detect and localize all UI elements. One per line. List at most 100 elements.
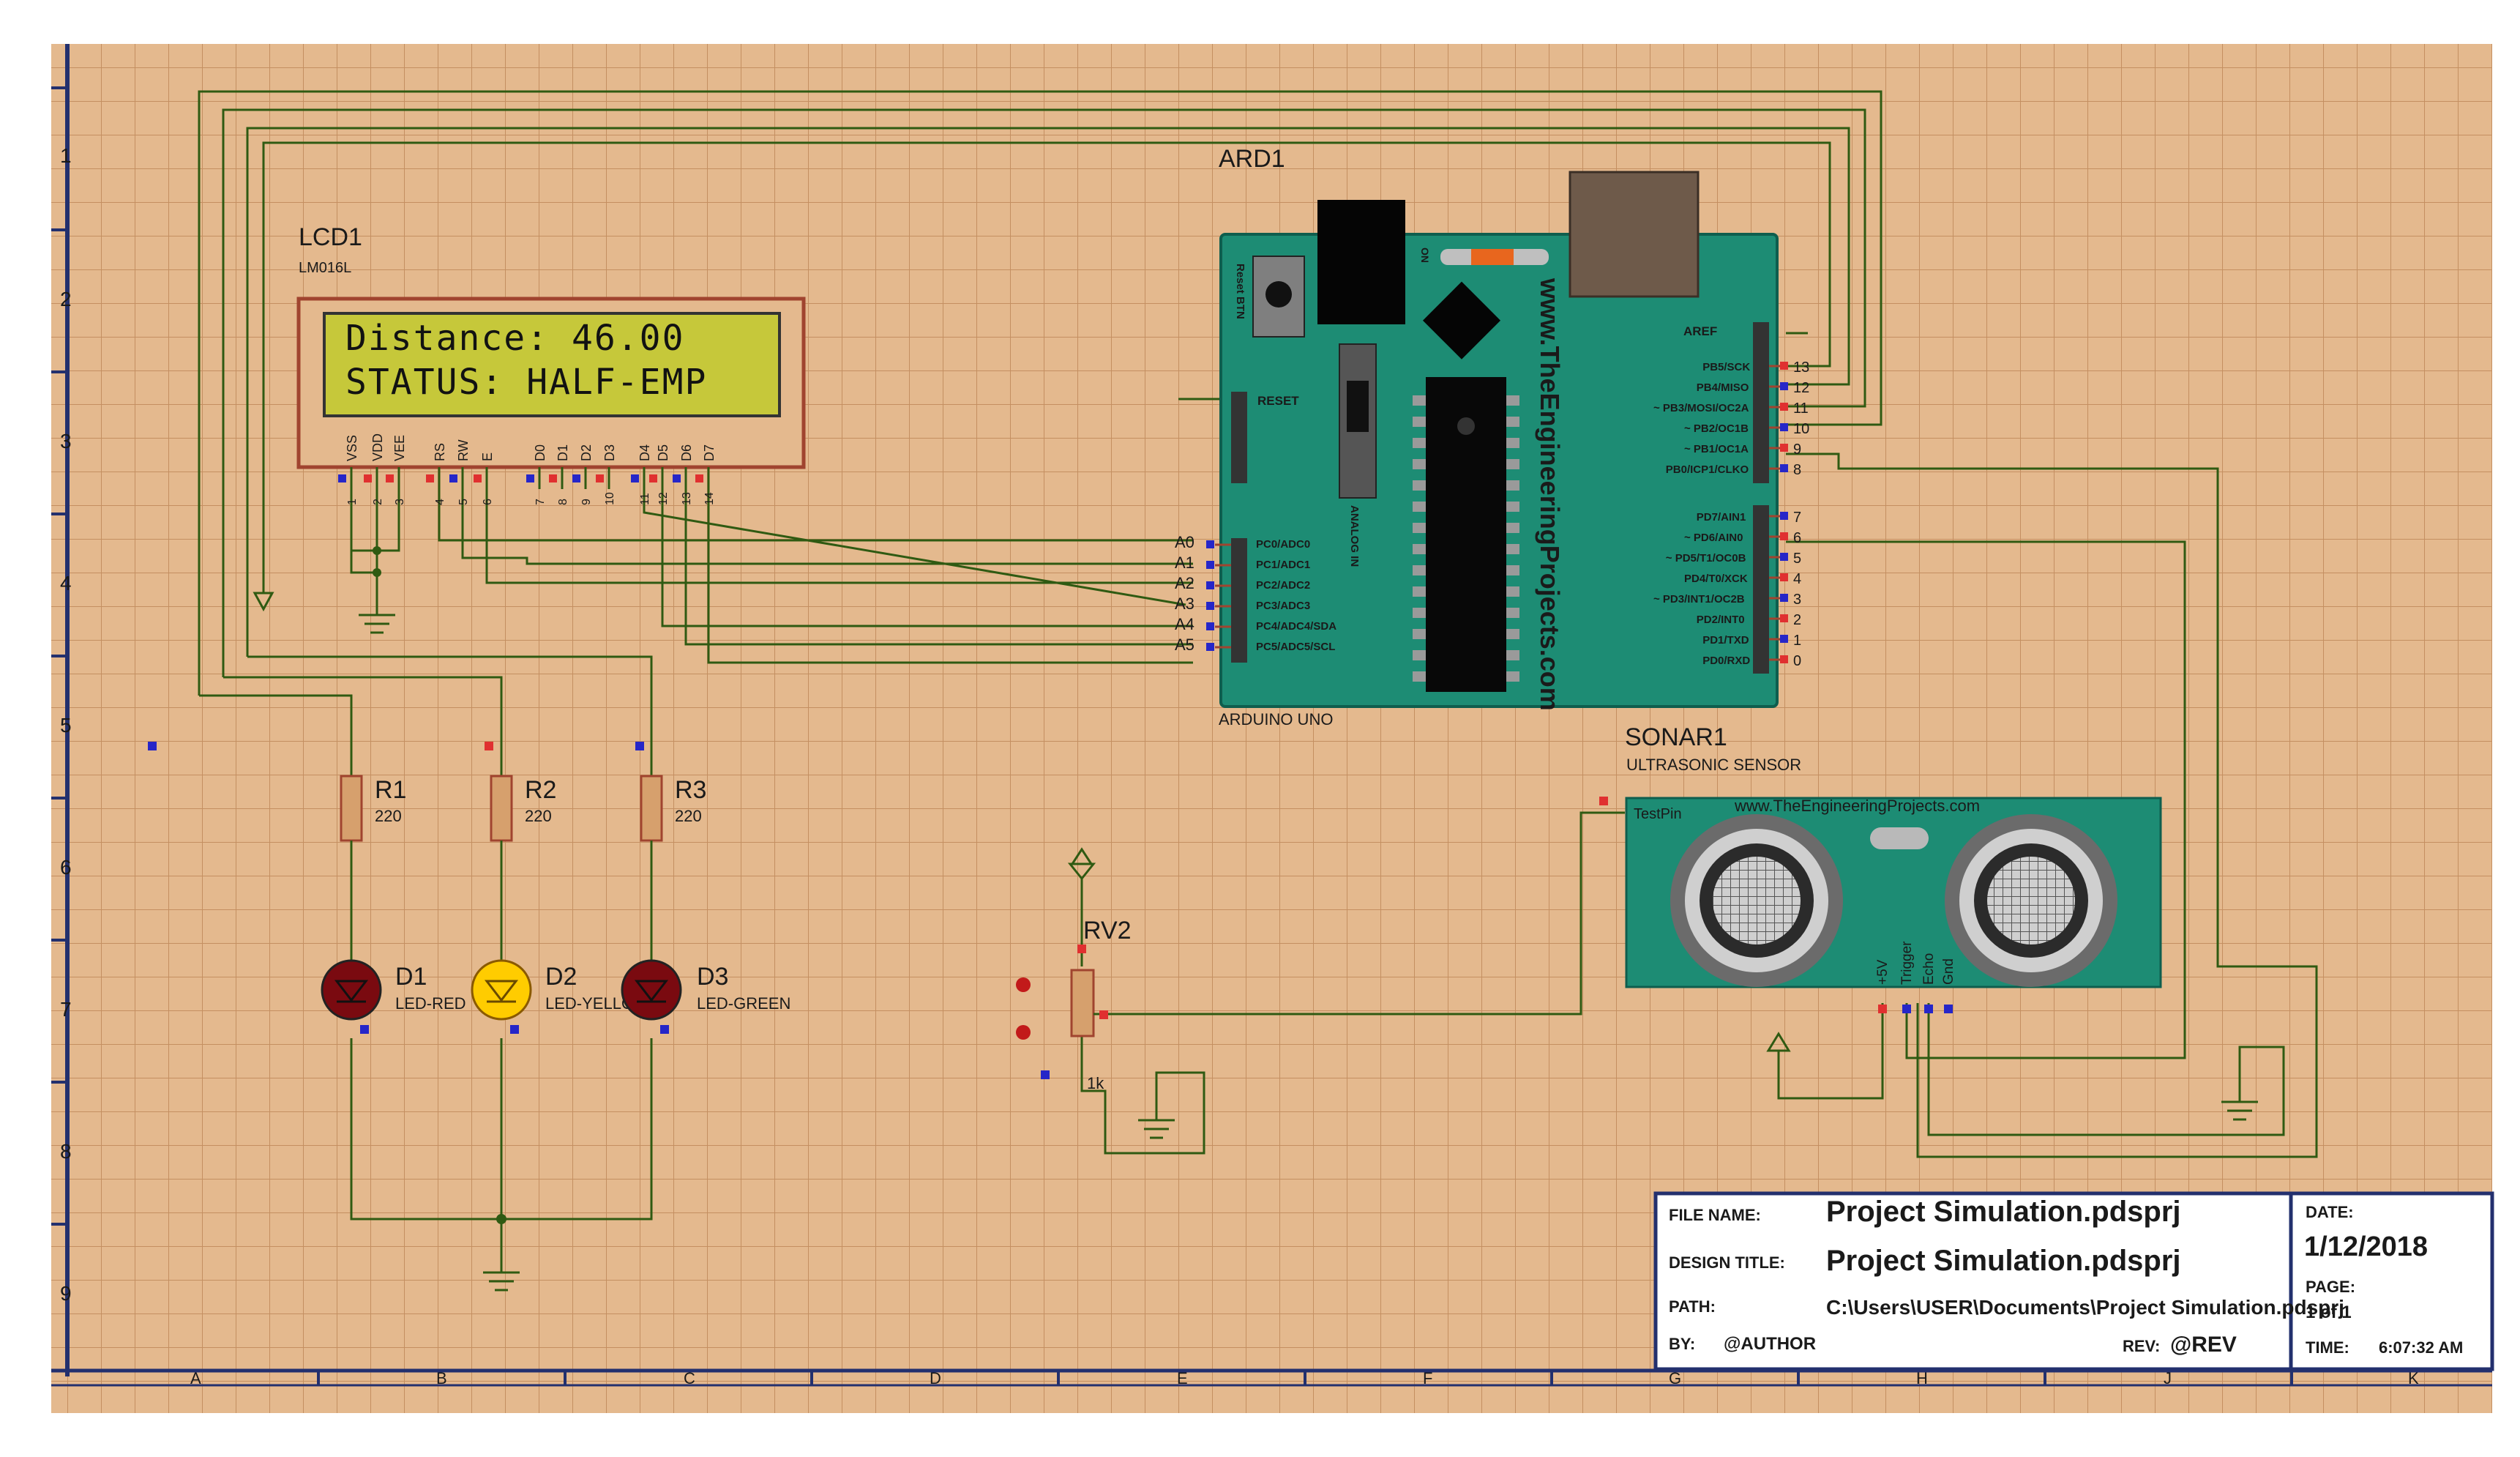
analog-pin-marker[interactable] [1206,622,1214,630]
lcd-model: LM016L [299,260,351,276]
lcd-pin-marker[interactable] [474,474,482,482]
lcd-pin-label: VDD [370,433,385,461]
digital-pin-marker[interactable] [1780,403,1788,411]
lcd-pin-label: D3 [602,444,617,461]
resistor-r3[interactable]: R3 220 [635,742,706,974]
lcd-module[interactable]: LCD1 LM016L Distance: 46.00 STATUS: HALF… [296,223,806,505]
lcd-pin-label: RW [456,439,471,461]
r3-value: 220 [675,807,702,825]
sonar-pin-marker[interactable] [1944,1005,1953,1013]
sonar-pin-label: Echo [1921,953,1937,985]
lcd-pin-marker[interactable] [449,474,457,482]
lcd-pin-marker[interactable] [386,474,394,482]
lcd-pin-label: VEE [392,435,407,461]
lcd-pin-number: 8 [557,499,569,505]
lcd-pin-marker[interactable] [364,474,372,482]
mcu-leg [1506,544,1519,554]
lcd-pin-marker[interactable] [631,474,639,482]
mcu-leg [1413,565,1426,575]
digital-pin-marker[interactable] [1780,423,1788,431]
analog-pin-name: PC0/ADC0 [1256,538,1310,551]
junctions [373,546,506,1224]
col-label: A [190,1369,201,1387]
digital-pin-number: 12 [1793,380,1809,396]
analog-in-label: ANALOG IN [1348,505,1361,567]
lcd-pin-marker[interactable] [526,474,534,482]
lcd-pin-number: 6 [482,499,494,505]
analog-pin-marker[interactable] [1206,643,1214,651]
digital-pin-marker[interactable] [1780,532,1788,540]
mcu-leg [1506,480,1519,491]
lcd-pin-marker[interactable] [673,474,681,482]
digital-pin-name: PB0/ICP1/CLKO [1666,463,1749,476]
row-label: 3 [60,430,72,452]
digital-pin-marker[interactable] [1780,655,1788,663]
analog-pin-marker[interactable] [1206,581,1214,589]
digital-pin-marker[interactable] [1780,512,1788,520]
d2-ref: D2 [545,963,577,991]
digital-pin-number: 5 [1793,551,1801,567]
digital-pin-number: 0 [1793,653,1801,669]
analog-pin-label: A2 [1175,574,1194,592]
digital-pin-marker[interactable] [1780,594,1788,602]
mcu-leg [1413,586,1426,597]
file-name-label: FILE NAME: [1669,1206,1761,1224]
digital-pin-number: 13 [1793,359,1809,376]
digital-pin-marker[interactable] [1780,573,1788,581]
digital-pin-marker[interactable] [1780,444,1788,452]
lcd-pin-marker[interactable] [426,474,434,482]
lcd-pin-marker[interactable] [596,474,604,482]
digital-pin-number: 10 [1793,421,1809,437]
sonar-pin-label: Gnd [1941,958,1956,985]
potentiometer-rv2[interactable]: RV2 1k [1016,917,1132,1092]
mcu-leg [1506,438,1519,448]
led-d3[interactable]: D3 LED-GREEN [621,959,790,1034]
lcd-pin-marker[interactable] [649,474,657,482]
analog-pin-label: A0 [1175,533,1194,551]
lcd-pin-marker[interactable] [338,474,346,482]
lcd-pin-marker[interactable] [572,474,580,482]
digital-pin-marker[interactable] [1780,362,1788,370]
resistor-r2[interactable]: R2 220 [485,742,556,974]
digital-pin-marker[interactable] [1780,553,1788,561]
sonar-pin-marker[interactable] [1878,1005,1887,1013]
design-title-value: Project Simulation.pdsprj [1826,1245,2181,1277]
digital-pin-marker[interactable] [1780,635,1788,643]
mcu-leg [1506,608,1519,618]
row-label: 6 [60,856,72,879]
arduino-model: ARDUINO UNO [1219,710,1333,728]
analog-pin-name: PC3/ADC3 [1256,600,1310,612]
lcd-pin-label: D6 [679,444,694,461]
lcd-pin-number: 5 [457,499,470,505]
sonar-pin-marker[interactable] [1924,1005,1933,1013]
sonar-website: www.TheEngineeringProjects.com [1734,797,1980,815]
analog-pin-marker[interactable] [1206,540,1214,548]
lcd-pin-marker[interactable] [549,474,557,482]
mcu-legs [1413,395,1519,682]
analog-pin-marker[interactable] [1206,561,1214,569]
mcu-leg [1506,459,1519,469]
arduino-uno[interactable]: ARD1 Reset BTN ON www.TheEngineeringProj… [1175,145,1809,728]
digital-pin-marker[interactable] [1780,464,1788,472]
row-label: 4 [60,572,72,595]
row-label: 1 [60,144,72,167]
digital-pin-marker[interactable] [1780,382,1788,390]
lcd-pin-marker[interactable] [695,474,703,482]
col-label: J [2164,1369,2172,1387]
sonar-pin-marker[interactable] [1902,1005,1911,1013]
led-d1[interactable]: D1 LED-RED [321,959,466,1034]
led-d2[interactable]: D2 LED-YELLOW [471,959,649,1034]
mcu-leg [1413,671,1426,682]
analog-pin-label: A1 [1175,554,1194,572]
r1-ref: R1 [375,776,406,804]
ultrasonic-sensor[interactable]: SONAR1 ULTRASONIC SENSOR www.TheEngineer… [1599,723,2162,1013]
r2-ref: R2 [525,776,556,804]
resistor-r1[interactable]: R1 220 [148,742,406,974]
analog-pin-marker[interactable] [1206,602,1214,610]
mcu-leg [1506,395,1519,406]
digital-pin-marker[interactable] [1780,614,1788,622]
digital-pin-number: 11 [1793,400,1809,417]
lcd-pin-number: 9 [580,499,593,505]
time-label: TIME: [2306,1338,2349,1357]
